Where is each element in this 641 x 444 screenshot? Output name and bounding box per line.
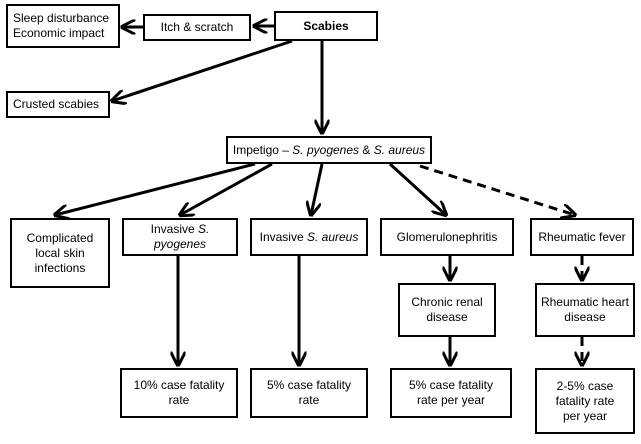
node-itch: Itch & scratch [143, 14, 251, 41]
node-impetigo-prefix: Impetigo – [232, 142, 293, 157]
node-cfr-5: 5% case fatality rate [250, 368, 368, 418]
node-invasive-pyogenes-prefix: Invasive [150, 222, 198, 236]
node-cfr-5-per-year-line-2: rate per year [416, 393, 486, 407]
node-rheumatic-heart-disease-line-2: disease [564, 310, 606, 324]
node-complicated: Complicated local skin infections [10, 218, 110, 288]
node-impetigo-label: Impetigo – S. pyogenes & S. aureus [233, 143, 425, 158]
arrow-impetigo-to-glom [388, 162, 446, 215]
node-invasive-aureus-organism: S. aureus [306, 229, 359, 244]
node-invasive-pyogenes-organism: S. pyogenes [153, 222, 210, 251]
node-scabies: Scabies [274, 11, 378, 41]
node-glomerulonephritis: Glomerulonephritis [380, 218, 514, 256]
node-cfr-10-line-1: 10% case fatality [133, 378, 225, 392]
node-glomerulonephritis-label: Glomerulonephritis [396, 229, 498, 244]
node-cfr-2-5-per-year-line-3: per year [562, 408, 607, 423]
node-cfr-10: 10% case fatality rate [120, 368, 238, 418]
arrow-impetigo-to-complicated [55, 162, 256, 215]
node-rheumatic-heart-disease: Rheumatic heart disease [535, 283, 635, 337]
node-rheumatic-fever-label: Rheumatic fever [538, 229, 626, 244]
arrow-impetigo-to-rheum [419, 164, 575, 215]
node-complicated-line-2: local skin [35, 245, 85, 260]
node-cfr-5-per-year-line-1: 5% case fatality [408, 378, 494, 392]
node-chronic-renal-disease: Chronic renal disease [398, 283, 496, 337]
node-sleep: Sleep disturbance Economic impact [6, 4, 120, 48]
node-crusted: Crusted scabies [6, 91, 110, 118]
node-rheumatic-heart-disease-line-1: Rheumatic heart [540, 295, 630, 309]
node-cfr-10-line-2: rate [168, 393, 190, 407]
node-cfr-5-line-1: 5% case fatality [266, 378, 352, 392]
node-impetigo-organism-1: S. pyogenes [292, 142, 360, 157]
node-cfr-2-5-per-year-line-2: fatality rate [555, 393, 615, 408]
node-chronic-renal-disease-line-1: Chronic renal [411, 295, 483, 309]
node-invasive-aureus-prefix: Invasive [259, 229, 307, 244]
node-cfr-2-5-per-year: 2-5% case fatality rate per year [535, 368, 635, 434]
node-invasive-aureus-label: Invasive S. aureus [260, 230, 359, 245]
arrow-scabies-to-crusted [112, 39, 293, 101]
node-impetigo: Impetigo – S. pyogenes & S. aureus [226, 136, 432, 164]
node-impetigo-mid: & [359, 142, 374, 157]
node-sleep-line-2: Economic impact [13, 26, 105, 40]
node-invasive-aureus: Invasive S. aureus [250, 218, 368, 256]
arrow-impetigo-to-inv_aur [311, 163, 324, 215]
node-crusted-label: Crusted scabies [13, 97, 100, 111]
node-complicated-line-1: Complicated [26, 230, 94, 245]
node-chronic-renal-disease-line-2: disease [426, 310, 468, 324]
arrow-impetigo-to-inv_pyo [180, 162, 273, 215]
node-impetigo-organism-2: S. aureus [373, 142, 426, 157]
node-invasive-pyogenes: Invasive S. pyogenes [122, 218, 238, 256]
node-itch-label: Itch & scratch [160, 20, 234, 34]
node-complicated-line-3: infections [34, 260, 86, 275]
node-sleep-line-1: Sleep disturbance [13, 11, 110, 25]
node-scabies-label: Scabies [303, 18, 349, 33]
node-invasive-pyogenes-label: Invasive S. pyogenes [124, 222, 236, 252]
node-cfr-5-line-2: rate [298, 393, 320, 407]
node-cfr-2-5-per-year-line-1: 2-5% case [556, 378, 614, 393]
node-rheumatic-fever: Rheumatic fever [530, 218, 634, 256]
node-cfr-5-per-year: 5% case fatality rate per year [390, 368, 512, 418]
